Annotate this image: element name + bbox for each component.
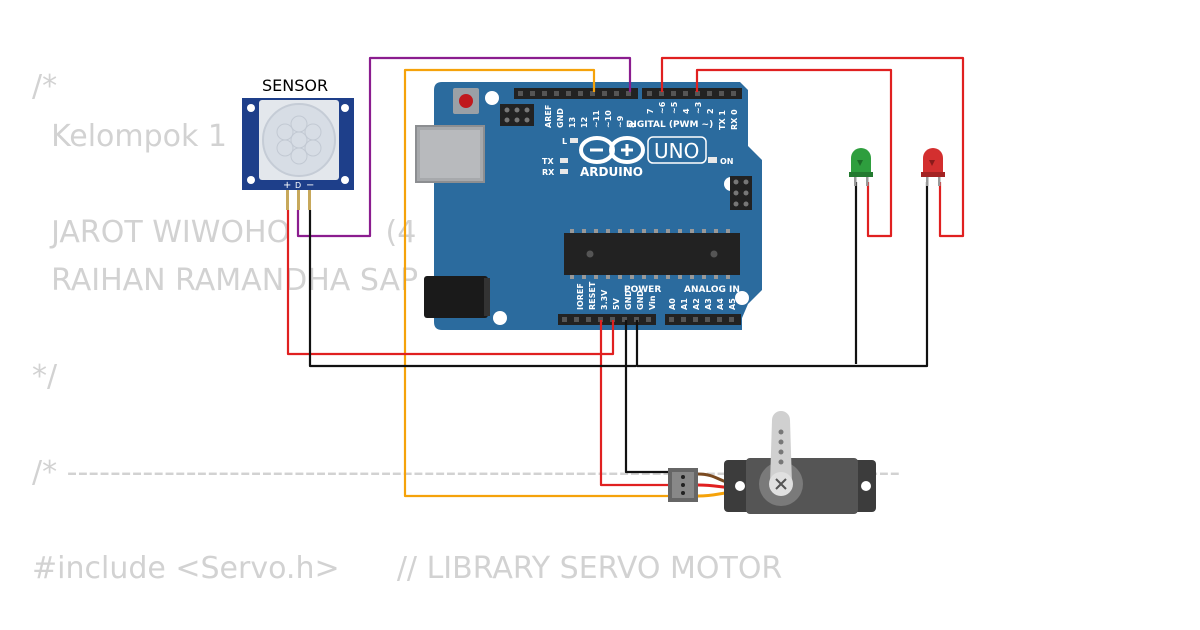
rx-led-label: RX: [542, 168, 555, 177]
pin-label-2: 2: [706, 108, 715, 114]
pin-label-7: 7: [646, 108, 655, 114]
servo-horn: [770, 411, 792, 484]
arduino-logo-text: ARDUINO: [580, 165, 643, 179]
code-line-1: /*: [32, 69, 58, 104]
pin-label-a5: A5: [728, 298, 737, 310]
code-line-3: JAROT WIWOHO (4: [32, 215, 417, 250]
on-led-label: ON: [720, 157, 734, 166]
pin-label-a1: A1: [680, 298, 689, 310]
chip-pins: [570, 229, 730, 279]
pin-label-11: ~11: [592, 110, 601, 128]
on-led: [708, 157, 717, 163]
tx-led-label: TX: [542, 157, 554, 166]
pin-label-12: 12: [580, 117, 589, 128]
pin-label-reset: RESET: [588, 281, 597, 310]
power-header: [558, 314, 656, 325]
pir-sensor-module[interactable]: SENSOR + D −: [242, 76, 354, 210]
sensor-pin-minus: −: [306, 180, 314, 191]
arduino-uno-board[interactable]: AREF GND 13 12 ~11 ~10 ~9 8 7 ~6 ~5 4 ~3…: [415, 82, 762, 330]
wire-orange-servo-signal[interactable]: [403, 68, 668, 498]
sensor-lens: [262, 103, 336, 177]
wire-black-sensor-gnd[interactable]: [308, 210, 636, 368]
pin-label-tx1: TX 1: [718, 110, 727, 130]
mount-hole: [493, 311, 507, 325]
rx-led: [560, 169, 568, 174]
servo-screw-icon: [775, 478, 787, 490]
tx-led: [560, 158, 568, 163]
pin-label-5v: 5V: [612, 297, 621, 310]
sensor-title: SENSOR: [262, 76, 328, 95]
digital-header-2: [642, 88, 742, 99]
pin-label-a4: A4: [716, 298, 725, 310]
wire-red-servo-vcc[interactable]: [599, 320, 668, 487]
green-led[interactable]: [849, 148, 873, 186]
sensor-lens-pattern: [276, 115, 322, 165]
l-led-label: L: [562, 137, 567, 146]
mount-hole: [485, 91, 499, 105]
pin-label-a3: A3: [704, 298, 713, 310]
reset-button-cap[interactable]: [459, 94, 473, 108]
digital-header-pins: [518, 91, 736, 96]
pin-label-ioref: IOREF: [576, 283, 585, 310]
logo-symbols: [590, 144, 633, 156]
servo-motor[interactable]: [668, 411, 876, 514]
l-led: [570, 138, 578, 143]
pin-label-8: 8: [628, 122, 637, 128]
arduino-logo-icon: [579, 136, 645, 164]
sensor-pin-d: D: [295, 181, 301, 190]
power-jack: [424, 276, 488, 318]
icsp-header-top: [500, 104, 534, 126]
wires: [286, 56, 965, 498]
wire-purple-sensor-signal[interactable]: [296, 56, 632, 238]
pin-label-a0: A0: [668, 298, 677, 310]
wire-red-led-red[interactable]: [660, 56, 965, 238]
code-line-5: */: [32, 359, 58, 394]
pin-label-3: ~3: [694, 102, 703, 114]
pin-label-9: ~9: [616, 115, 625, 128]
power-header-label: POWER: [624, 285, 661, 295]
pin-label-10: ~10: [604, 110, 613, 128]
code-line-7: #include <Servo.h> // LIBRARY SERVO MOTO…: [32, 551, 783, 586]
wire-red-sensor-vcc[interactable]: [286, 210, 615, 356]
digital-pin-labels: AREF GND 13 12 ~11 ~10 ~9 8 7 ~6 ~5 4 ~3…: [544, 101, 739, 130]
pin-label-gnd-1: GND: [624, 290, 633, 310]
wire-red-led-green[interactable]: [695, 68, 893, 238]
pin-label-6: ~6: [658, 101, 667, 114]
icsp-header-right: [730, 176, 752, 210]
analog-header: [665, 314, 741, 325]
red-led[interactable]: [921, 148, 945, 186]
pin-label-vin: Vin: [648, 295, 657, 310]
mount-hole: [735, 291, 749, 305]
pin-label-5: ~5: [670, 101, 679, 114]
analog-header-label: ANALOG IN: [684, 285, 740, 295]
code-line-2: Kelompok 1: [32, 119, 228, 154]
pin-label-4: 4: [682, 108, 691, 114]
pin-label-gnd-2: GND: [636, 290, 645, 310]
pin-label-3v3: 3.3V: [600, 289, 609, 310]
uno-label: UNO: [654, 139, 699, 163]
power-header-pins: [562, 317, 734, 322]
pin-label-aref: AREF: [544, 105, 553, 128]
digital-header-label: DIGITAL (PWM ~): [626, 120, 713, 130]
code-line-4: RAIHAN RAMANDHA SAP: [32, 263, 419, 298]
pin-label-13: 13: [568, 117, 577, 128]
wire-black-servo-gnd[interactable]: [624, 320, 668, 474]
pin-label-gnd: GND: [556, 108, 565, 128]
sensor-pin-plus: +: [283, 180, 291, 191]
digital-header-1: [514, 88, 638, 99]
wire-black-led-gnd[interactable]: [635, 182, 929, 368]
pin-label-rx0: RX 0: [730, 109, 739, 130]
uno-badge: [647, 136, 707, 164]
pin-label-a2: A2: [692, 298, 701, 310]
power-pin-labels: IOREF RESET 3.3V 5V GND GND Vin A0 A1 A2…: [576, 281, 737, 310]
